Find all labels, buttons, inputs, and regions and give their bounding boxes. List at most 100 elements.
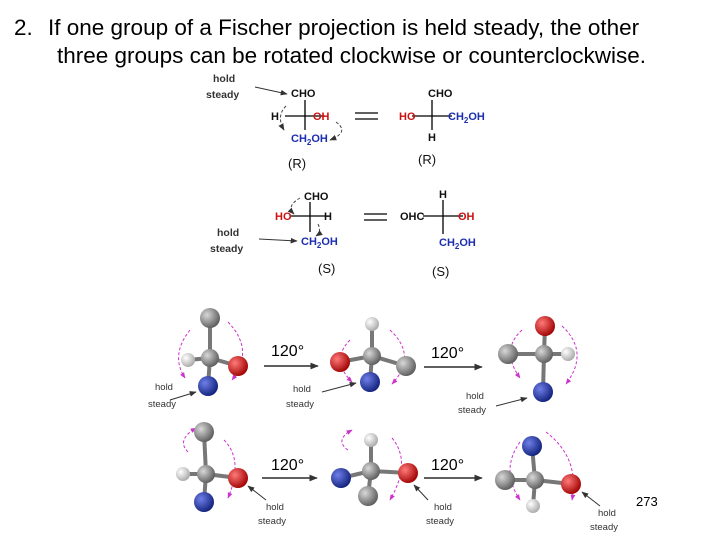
- fischer-top-group: H: [439, 189, 447, 201]
- nitrogen-atom: [331, 468, 351, 488]
- oxygen-atom: [398, 463, 418, 483]
- carbon-atom: [498, 344, 518, 364]
- nitrogen-atom: [522, 436, 542, 456]
- hold-steady-arrow: [254, 86, 288, 96]
- hold-steady-label-line1: hold: [217, 227, 239, 239]
- fischer-right-group: OH: [313, 111, 330, 123]
- fischer-top-left: hold steady CHO H OH CH2OH (R): [206, 73, 343, 171]
- fischer-bottom-group: CH2OH: [439, 237, 476, 251]
- page-number: 273: [636, 494, 658, 509]
- fischer-configuration: (R): [288, 156, 306, 171]
- hold-steady-label-line2: steady: [206, 89, 239, 101]
- model-row-2: hold steady 120° hold steady: [176, 422, 618, 533]
- rotation-arrow-right: [561, 325, 578, 385]
- ball-stick-model-3: [498, 316, 578, 402]
- rotation-arrow-left: [341, 429, 353, 451]
- hold-steady-label-line1: hold: [293, 384, 311, 395]
- rotation-angle-label: 120°: [271, 343, 304, 360]
- fischer-configuration: (S): [432, 264, 449, 279]
- oxygen-atom: [228, 468, 248, 488]
- hydrogen-atom: [561, 347, 575, 361]
- fischer-left-group: H: [271, 111, 279, 123]
- hold-steady-label-line2: steady: [258, 516, 286, 527]
- nitrogen-atom: [198, 376, 218, 396]
- hold-steady-label-line2: steady: [590, 522, 618, 533]
- fischer-top-right: CHO HO CH2OH H (R): [399, 88, 485, 167]
- fischer-bottom-group: H: [428, 132, 436, 144]
- model-row-1: hold steady 120° hold steady: [148, 308, 578, 416]
- rotation-angle-label: 120°: [271, 457, 304, 474]
- heading-line-1: If one group of a Fischer projection is …: [48, 15, 640, 40]
- central-carbon-atom: [197, 465, 215, 483]
- ball-stick-model-4: [176, 422, 248, 512]
- hold-steady-label-line1: hold: [598, 508, 616, 519]
- hold-steady-arrow: [169, 391, 197, 401]
- rotation-arrow-left: [183, 427, 197, 453]
- hold-steady-label-line2: steady: [426, 516, 454, 527]
- carbon-atom: [495, 470, 515, 490]
- hold-steady-label-line2: steady: [148, 399, 176, 410]
- hold-steady-arrow: [321, 381, 357, 393]
- equivalent-sign-top: [355, 112, 378, 120]
- hold-steady-label-line1: hold: [213, 73, 235, 85]
- central-carbon-atom: [201, 349, 219, 367]
- hold-steady-arrow: [495, 396, 528, 407]
- hydrogen-atom: [364, 433, 378, 447]
- fischer-left-group: OHC: [400, 211, 425, 223]
- hold-steady-arrow: [581, 491, 601, 507]
- hold-steady-label-line2: steady: [458, 405, 486, 416]
- fischer-configuration: (S): [318, 261, 335, 276]
- fischer-right-group: OH: [458, 211, 475, 223]
- hold-steady-arrow: [247, 485, 267, 501]
- fischer-configuration: (R): [418, 152, 436, 167]
- rotation-arrow-left: [287, 197, 301, 215]
- hydrogen-atom: [526, 499, 540, 513]
- nitrogen-atom: [360, 372, 380, 392]
- carbon-atom: [200, 308, 220, 328]
- rotation-angle-label: 120°: [431, 345, 464, 362]
- rotation-arrow-left: [178, 329, 191, 379]
- rotation-arrow-right: [329, 121, 343, 141]
- ball-stick-model-2: [330, 317, 416, 392]
- carbon-atom: [396, 356, 416, 376]
- central-carbon-atom: [526, 471, 544, 489]
- equivalent-sign-bottom: [364, 213, 387, 221]
- fischer-top-group: CHO: [428, 88, 453, 100]
- nitrogen-atom: [533, 382, 553, 402]
- carbon-atom: [358, 486, 378, 506]
- hold-steady-arrow: [413, 484, 429, 501]
- hold-steady-label-line1: hold: [466, 391, 484, 402]
- hold-steady-label-line1: hold: [155, 382, 173, 393]
- hold-steady-label-line2: steady: [210, 243, 243, 255]
- hydrogen-atom: [181, 353, 195, 367]
- fischer-right-group: H: [324, 211, 332, 223]
- heading-line-2: three groups can be rotated clockwise or…: [57, 43, 647, 68]
- fischer-top-group: CHO: [291, 88, 316, 100]
- central-carbon-atom: [362, 462, 380, 480]
- hold-steady-arrow: [258, 237, 298, 244]
- hold-steady-label-line1: hold: [266, 502, 284, 513]
- rotation-arrow-right: [223, 439, 236, 499]
- fischer-left-group: HO: [275, 211, 292, 223]
- fischer-bottom-right: H OHC OH CH2OH (S): [400, 189, 476, 279]
- rotation-arrow-left: [509, 441, 521, 501]
- central-carbon-atom: [363, 347, 381, 365]
- hydrogen-atom: [176, 467, 190, 481]
- fischer-bottom-group: CH2OH: [291, 133, 328, 147]
- hold-steady-label-line2: steady: [286, 399, 314, 410]
- ball-stick-model-6: [495, 431, 581, 513]
- oxygen-atom: [561, 474, 581, 494]
- fischer-right-group: CH2OH: [448, 111, 485, 125]
- heading-number: 2.: [14, 15, 33, 40]
- fischer-left-group: HO: [399, 111, 416, 123]
- oxygen-atom: [228, 356, 248, 376]
- fischer-bottom-group: CH2OH: [301, 236, 338, 250]
- oxygen-atom: [330, 352, 350, 372]
- rotation-angle-label: 120°: [431, 457, 464, 474]
- hold-steady-label-line1: hold: [434, 502, 452, 513]
- fischer-bottom-left: hold steady CHO HO H CH2OH (S): [210, 191, 338, 276]
- central-carbon-atom: [535, 345, 553, 363]
- fischer-top-group: CHO: [304, 191, 329, 203]
- rotation-arrow-right: [389, 437, 402, 501]
